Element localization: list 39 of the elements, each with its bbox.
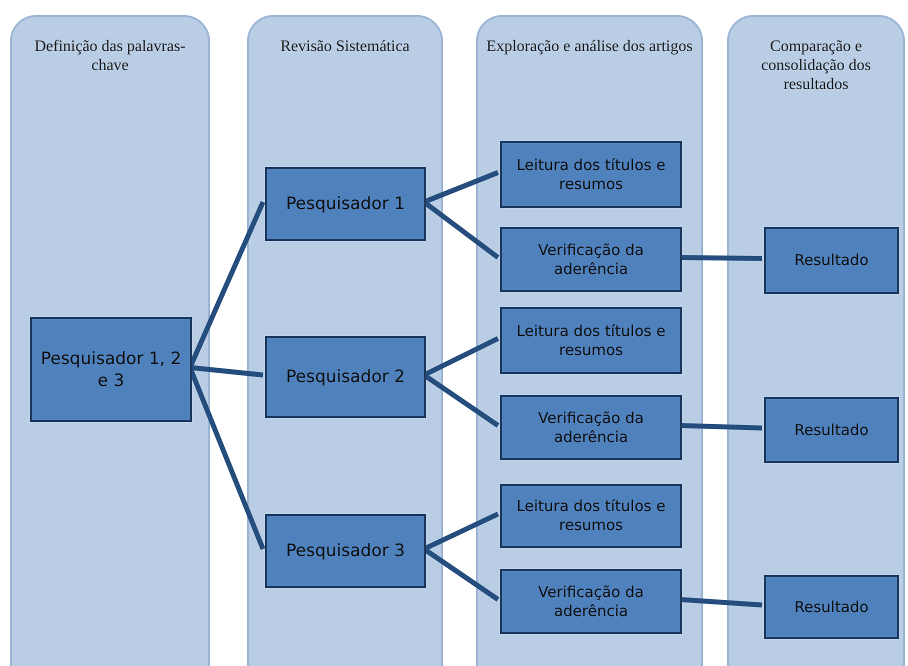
connector-line [680,597,762,608]
box-label: Leitura dos títulos e resumos [516,156,666,194]
column-band [727,15,905,666]
column-band [10,15,210,666]
box-label: Pesquisador 1 [285,193,406,215]
box-label: Pesquisador 3 [285,540,406,562]
box-label: Verificação da aderência [537,582,645,620]
process-box [764,227,899,294]
box-label: Pesquisador 2 [285,366,406,388]
box-label: Pesquisador 1, 2 e 3 [40,348,182,392]
box-label: Resultado [793,420,870,440]
column-heading: Exploração e análise dos artigos [485,37,694,56]
connector-line [423,170,499,204]
process-box [500,395,682,460]
process-box [764,397,899,463]
box-label: Verificação da aderência [537,408,645,446]
process-box [500,484,682,548]
box-label: Leitura dos títulos e resumos [516,497,666,535]
box-label: Resultado [793,598,870,616]
column-heading: Definição das palavras-chave [33,37,187,75]
process-box [265,514,426,588]
box-label: Resultado [793,251,870,270]
process-box [500,141,682,208]
connector-line [190,365,264,378]
process-box [500,569,682,634]
connector-line [680,255,762,261]
process-box [500,227,682,292]
connector-line [680,423,762,430]
process-box [265,336,426,418]
column-heading: Comparação e consolidação dos resultados [760,37,872,94]
process-box [764,575,899,639]
box-label: Verificação da aderência [537,240,645,278]
box-label: Leitura dos títulos e resumos [516,322,666,360]
process-box [30,317,192,422]
column-heading: Revisão Sistemática [279,37,411,56]
process-box [265,167,426,241]
process-box [500,307,682,374]
column-band [247,15,443,666]
column-band [476,15,703,666]
